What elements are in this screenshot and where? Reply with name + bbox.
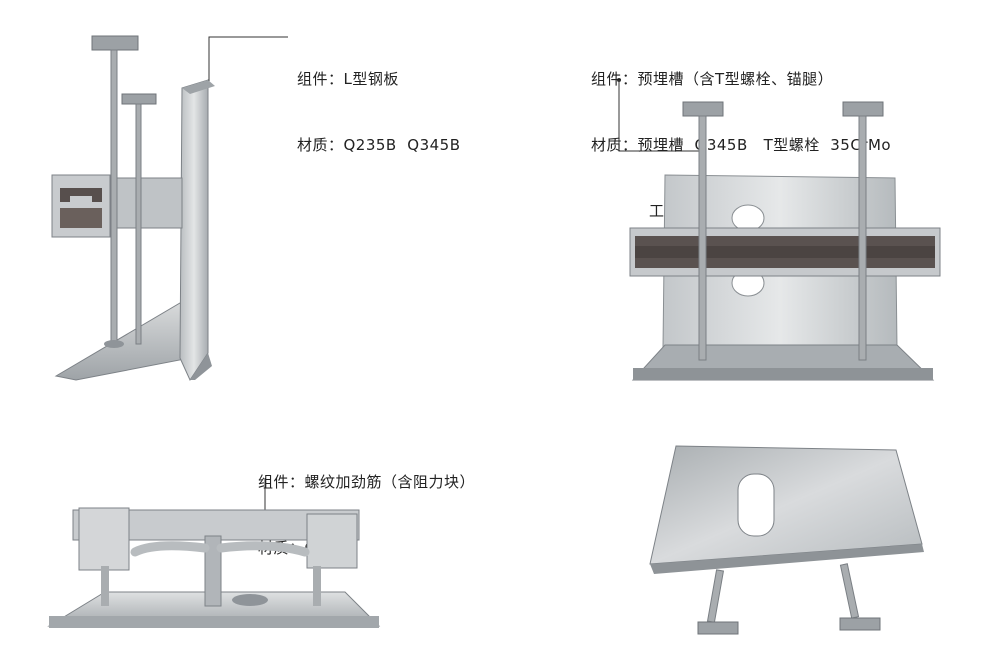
slotted-plate-photo bbox=[649, 445, 924, 635]
embedded-channel-photo bbox=[629, 101, 941, 381]
l-plate-photo bbox=[51, 35, 215, 382]
caption-channel-material: 材质：预埋槽 Q345B T型螺栓 35CrMo bbox=[591, 136, 892, 154]
caption-l-plate-component: 组件：L型钢板 bbox=[297, 70, 399, 88]
rib-photo bbox=[47, 507, 381, 628]
caption-l-plate-material: 材质：Q235B Q345B bbox=[297, 136, 461, 154]
caption-channel-component: 组件：预埋槽（含T型螺栓、锚腿） bbox=[591, 70, 834, 88]
caption-l-plate: 组件：L型钢板 材质：Q235B Q345B bbox=[297, 24, 461, 178]
caption-rib-component: 组件：螺纹加劲筋（含阻力块） bbox=[258, 473, 476, 491]
